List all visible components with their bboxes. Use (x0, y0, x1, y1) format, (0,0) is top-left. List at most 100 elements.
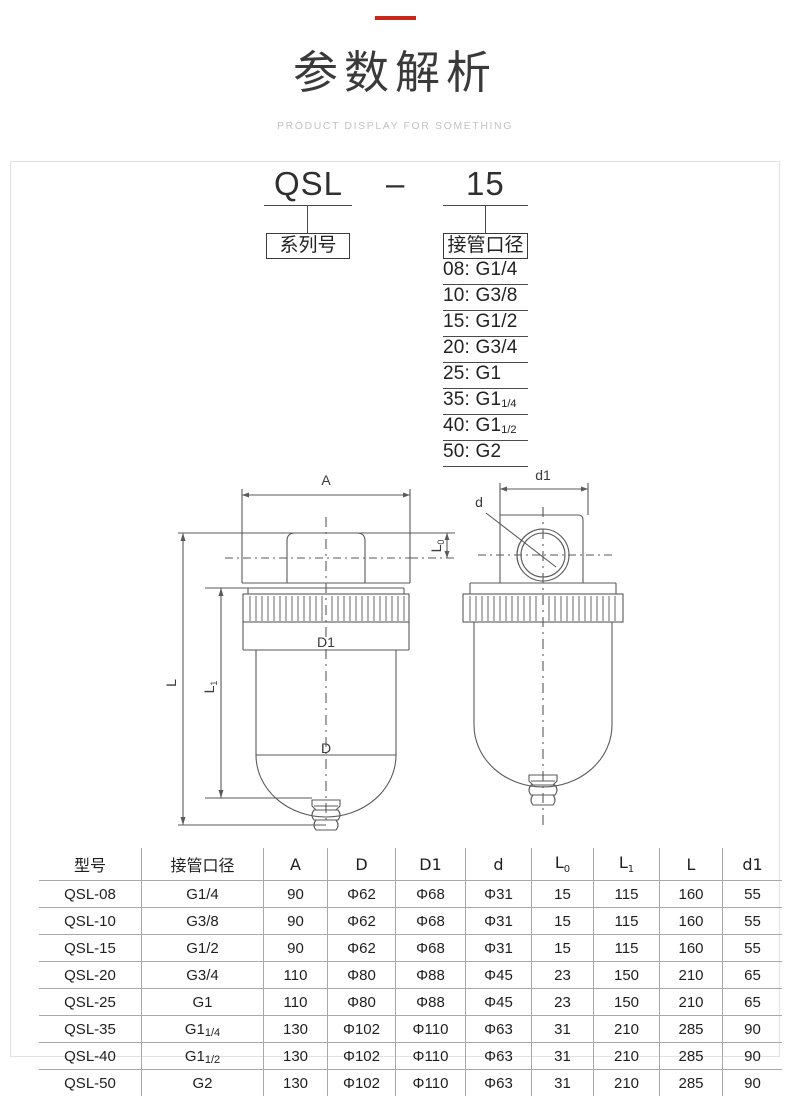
spec-cell-value: Φ31 (484, 912, 513, 930)
spec-cell-L1: 150 (593, 988, 660, 1016)
spec-cell-L0: 23 (531, 961, 594, 989)
spec-cell-value: 150 (613, 966, 640, 984)
label-dim-d1-collar: D1 (317, 634, 335, 650)
spec-cell-value: 90 (744, 1047, 761, 1065)
page-subtitle: PRODUCT DISPLAY FOR SOMETHING (276, 120, 513, 132)
spec-cell-d1: 55 (722, 934, 782, 962)
spec-cell-value: 23 (554, 993, 571, 1011)
spec-cell-value: 23 (554, 966, 571, 984)
label-dim-l: L (163, 679, 179, 687)
bowl-bottom-dome (255, 754, 397, 818)
spec-header-label: L (618, 852, 628, 872)
spec-cell-value: G1/4 (186, 885, 219, 903)
spec-cell-value: 90 (287, 885, 304, 903)
spec-cell-port: G3/4 (141, 961, 264, 989)
spec-cell-L0: 15 (531, 880, 594, 908)
spec-cell-L: 160 (659, 934, 723, 962)
side-bowl-dome (473, 724, 613, 788)
spec-table-header-cell: L (659, 848, 723, 881)
port-size-option-label: 10: G3/8 (443, 285, 518, 306)
spec-cell-d: Φ45 (465, 961, 532, 989)
spec-cell-value: QSL-25 (64, 993, 116, 1011)
spec-header-label: 型号 (73, 856, 106, 875)
spec-cell-A: 130 (263, 1015, 328, 1043)
model-code-size: 15 (466, 165, 505, 202)
spec-header-label: d (493, 854, 504, 874)
port-size-option: 08: G1/4 (443, 259, 528, 285)
spec-cell-value: 210 (678, 966, 704, 984)
label-dim-d-side: d (475, 494, 483, 510)
spec-cell-value: 90 (287, 939, 304, 957)
spec-cell-value: 115 (614, 885, 639, 903)
spec-cell-D: Φ80 (327, 988, 396, 1016)
spec-cell-L1: 210 (593, 1042, 660, 1070)
spec-header-label: L (554, 852, 564, 872)
spec-cell-model: QSL-25 (39, 988, 142, 1016)
spec-cell-model: QSL-50 (39, 1069, 142, 1096)
spec-cell-d: Φ31 (465, 907, 532, 935)
page-title: 参数解析 (292, 46, 497, 99)
spec-cell-value: 150 (613, 993, 640, 1011)
spec-cell-value: QSL-40 (64, 1047, 116, 1065)
port-size-option-label: 25: G1 (443, 363, 502, 384)
accent-bar (375, 16, 416, 20)
spec-cell-fraction: 1/4 (204, 1026, 221, 1039)
spec-cell-port: G11/2 (141, 1042, 264, 1070)
label-dim-a: A (321, 472, 331, 488)
model-code-series: QSL (274, 165, 344, 202)
spec-cell-value: 210 (678, 993, 704, 1011)
knurl-ribs (249, 596, 405, 621)
port-size-option: 40: G11/2 (443, 415, 528, 441)
port-size-option: 25: G1 (443, 363, 528, 389)
spec-cell-value: 130 (282, 1074, 309, 1092)
spec-cell-value: Φ63 (484, 1074, 513, 1092)
spec-cell-value: QSL-08 (64, 885, 116, 903)
spec-header-subscript: 0 (563, 864, 571, 876)
spec-cell-d1: 65 (722, 961, 782, 989)
spec-cell-D: Φ102 (327, 1015, 396, 1043)
spec-cell-A: 130 (263, 1069, 328, 1096)
spec-cell-value: 160 (678, 885, 704, 903)
spec-cell-value: 55 (744, 912, 761, 930)
spec-cell-D1: Φ110 (395, 1069, 466, 1096)
spec-cell-value: G1 (184, 1020, 205, 1038)
spec-cell-L: 285 (659, 1069, 723, 1096)
spec-cell-value: 130 (282, 1020, 309, 1038)
spec-cell-value: Φ80 (347, 966, 376, 984)
spec-cell-value: Φ110 (412, 1047, 449, 1065)
spec-cell-L0: 15 (531, 934, 594, 962)
spec-cell-d1: 55 (722, 880, 782, 908)
spec-cell-value: Φ62 (347, 885, 376, 903)
label-dim-d-bowl: D (321, 740, 331, 756)
spec-header-label: D (355, 854, 368, 874)
spec-table-header-cell: 型号 (39, 848, 142, 881)
spec-cell-d1: 90 (722, 1015, 782, 1043)
port-size-option-fraction: 1/4 (501, 398, 517, 410)
spec-cell-L: 160 (659, 907, 723, 935)
port-size-option-label: 08: G1/4 (443, 259, 518, 280)
spec-cell-A: 90 (263, 880, 328, 908)
series-label-box: 系列号 (266, 233, 350, 259)
spec-cell-L: 285 (659, 1042, 723, 1070)
spec-cell-value: 210 (613, 1074, 640, 1092)
spec-cell-value: Φ63 (484, 1020, 513, 1038)
spec-header-label: d1 (742, 854, 763, 874)
spec-cell-L1: 115 (593, 907, 660, 935)
spec-cell-value: 115 (614, 939, 639, 957)
spec-cell-D: Φ80 (327, 961, 396, 989)
drain-ring-2 (313, 819, 339, 831)
spec-cell-value: 15 (554, 885, 571, 903)
spec-cell-value: QSL-10 (64, 912, 116, 930)
port-size-option-fraction: 1/2 (501, 424, 517, 436)
side-drain-ring-2 (530, 794, 556, 806)
spec-cell-A: 90 (263, 907, 328, 935)
spec-cell-value: Φ45 (484, 993, 513, 1011)
port-size-option: 50: G2 (443, 441, 528, 467)
